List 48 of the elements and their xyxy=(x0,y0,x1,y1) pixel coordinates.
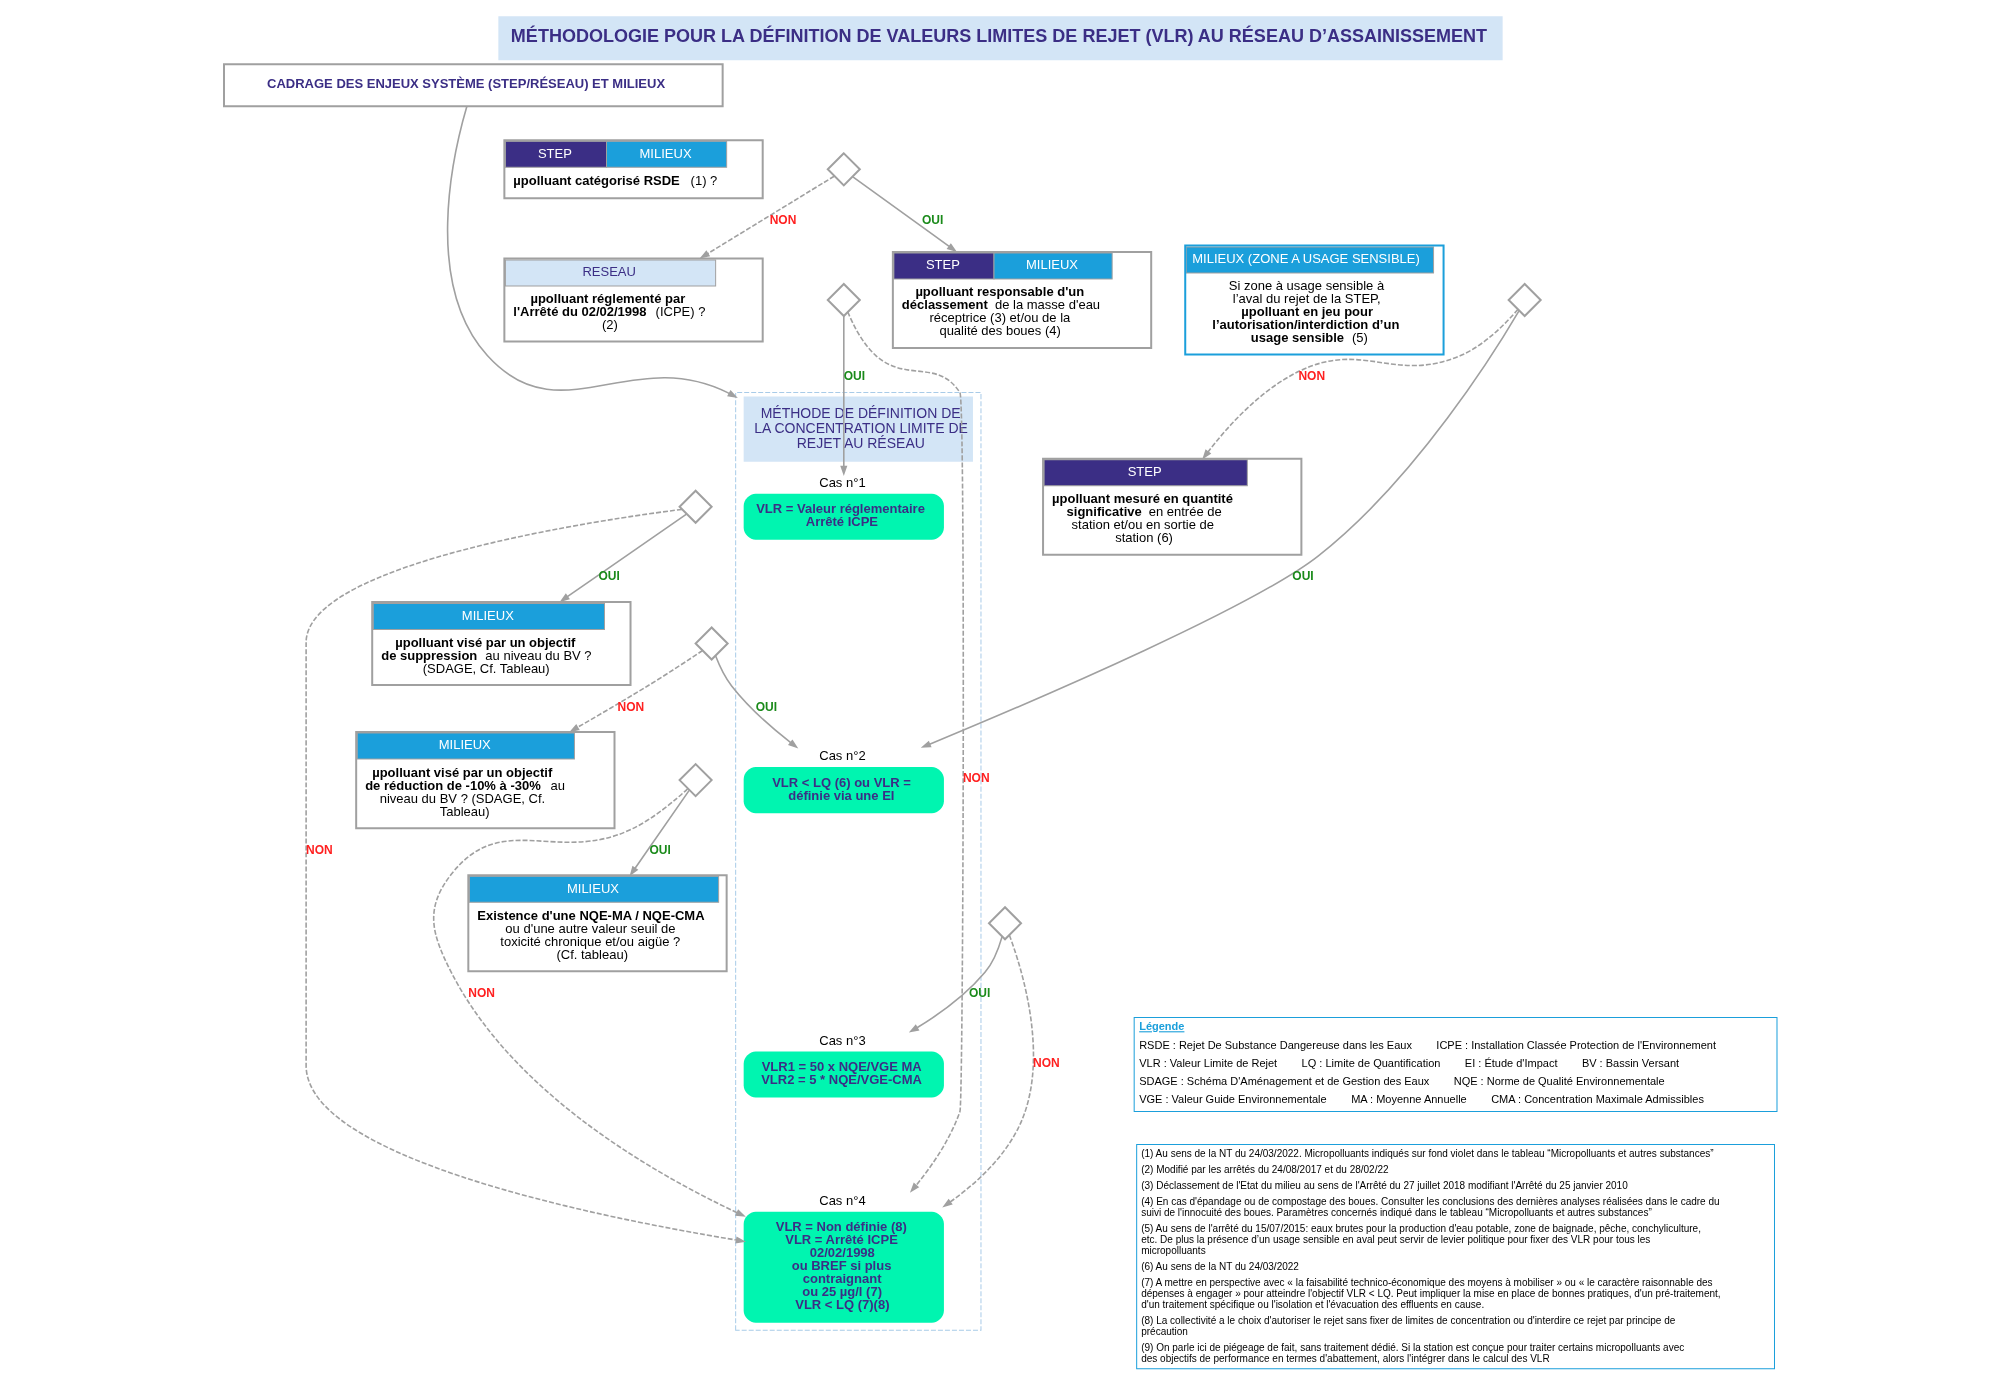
edge-label: OUI xyxy=(968,985,990,1000)
node-diamond xyxy=(1506,282,1542,318)
edge-label: NON xyxy=(962,771,990,786)
edge-label: OUI xyxy=(649,842,671,857)
arrow xyxy=(908,936,1003,1033)
arrow xyxy=(559,513,687,603)
node-diamond xyxy=(825,282,861,318)
node-diamond xyxy=(677,489,713,525)
edge-label: OUI xyxy=(1291,569,1314,584)
arrow xyxy=(851,176,957,253)
edge-label: NON xyxy=(305,842,333,857)
node-box: VLR1 = 50 x NQE/VGE MA VLR2 = 5 * NQE/VGE-CMA xyxy=(743,1051,944,1098)
edge-label: NON xyxy=(1032,1055,1060,1070)
edge-label: NON xyxy=(1297,369,1325,384)
arrow xyxy=(941,934,1034,1208)
node-label: Cas n°2 xyxy=(818,748,866,764)
node-box: Légende RSDE : Rejet De Substance Dangereuse dans les Eaux ICPE : Installation Classée Protection de l'Environnement VLR : Valeur Limite de Rejet LQ : Limite de Quantification EI : Étude d'Impact BV : Bassin Versant SDAGE : Schéma D'Aménagement et de Gestion des Eaux NQE : Norme de Qualité Environnementale VGE : Valeur Guide Environnementale MA : Moyenne Annuelle CMA : Concentration Maximale Admissibles xyxy=(1133,1016,1777,1113)
node-label: Cas n°3 xyxy=(818,1032,866,1048)
diagram-title: MÉTHODOLOGIE POUR LA DÉFINITION DE VALEURS LIMITES DE REJET (VLR) AU RÉSEAU D’ASSAINISSEMENT xyxy=(510,25,1487,46)
node-diamond xyxy=(693,626,729,661)
edge-label: OUI xyxy=(597,569,620,584)
edge-label: OUI xyxy=(921,213,943,227)
edge-label: OUI xyxy=(755,699,777,714)
node-box: (1) Au sens de la NT du 24/03/2022. Micropolluants indiqués sur fond violet dans le tableau “Micropolluants et autres substances” (2) Modifié par les arrêtés du 24/08/2017 et du 28/02/22 (3) Déclassement de l'Etat du milieu au sens de l'Arrêté du 27 juillet 2018 modifiant l'Arrêté du 25 janvier 2010 (4) En cas d'épandage ou de compostage des boues. Consulter les conclusions des dernières analyses réalisées dans le cadre du suivi de l'innocuité des boues. Paramètres concernés indiqué dans le tableau “Micropolluants et autres substances” (5) Au sens de l'arrêté du 15/07/2015: eaux brutes pour la production d'eau potable, zone de baignade, pêche, conchyliculture, etc. De plus la présence d’un usage sensible en aval peut servir de levier politique pour fixer des VLR pour tous les micropolluants (6) Au sens de la NT du 24/03/2022 (7) A mettre en perspective avec « la faisabilité technico-économique des moyens à mobiliser » ou « le caractère raisonnable des dépenses à engager » pour atteindre l'objectif VLR < LQ. Peut impliquer la mise en place de bonnes pratiques, d'un pré-traitement, d'un traitement spécifique ou l'isolation et l'évacuation des effluents en cause. (8) La collectivité a le choix d'autoriser le rejet sans fixer de limites de concentration ou d'interdire ce rejet par principe de précaution (9) On parle ici de piégeage de fait, sans traitement dédié. Si la station est conçue pour traiter certains micropolluants avec des objectifs de performance en termes d'abattement, alors l'intégrer dans le calcul des VLR xyxy=(1135,1144,1775,1370)
arrow xyxy=(446,105,738,399)
edge-label: NON xyxy=(769,213,796,227)
arrow xyxy=(304,508,746,1244)
edge-label: NON xyxy=(467,985,495,1000)
arrow xyxy=(714,654,798,749)
node-diamond xyxy=(987,905,1022,941)
arrow xyxy=(629,789,690,877)
node-diamond xyxy=(825,151,861,187)
arrow xyxy=(568,649,703,733)
arrow xyxy=(846,311,964,1193)
arrow xyxy=(1201,308,1519,460)
node-box: VLR < LQ (6) ou VLR = définie via une EI xyxy=(743,767,944,814)
node-diamond xyxy=(677,762,713,798)
arrow xyxy=(920,309,1520,748)
node-label: Cas n°4 xyxy=(818,1193,866,1209)
arrow xyxy=(432,788,746,1217)
node-box: CADRAGE DES ENJEUX SYSTÈME (STEP/RÉSEAU) ET MILIEUX xyxy=(222,63,724,108)
edge-label: NON xyxy=(617,699,644,714)
edge-label: OUI xyxy=(843,369,865,384)
arrow xyxy=(699,175,835,259)
node-box: VLR = Valeur réglementaire Arrêté ICPE xyxy=(743,493,944,540)
node-box: VLR = Non définie (8) VLR = Arrêté ICPE 02/02/1998 ou BREF si plus contraignant ou 25 µg/l (7) VLR < LQ (7)(8) xyxy=(743,1211,944,1323)
arrow xyxy=(839,315,847,476)
node-label: Cas n°1 xyxy=(818,475,866,491)
